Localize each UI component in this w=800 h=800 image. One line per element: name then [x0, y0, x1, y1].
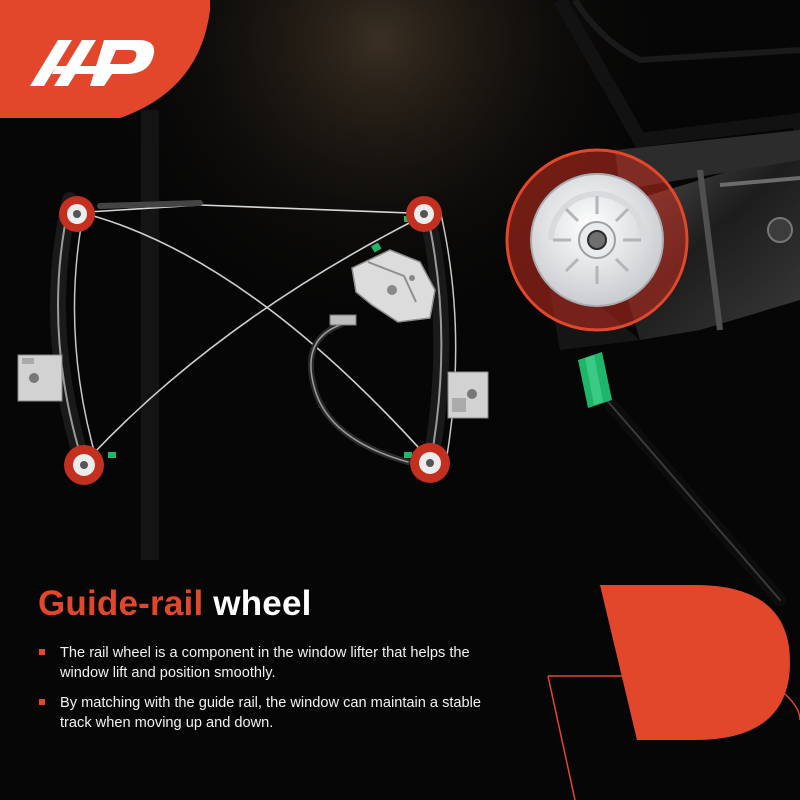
carrier-bracket	[329, 249, 436, 326]
brand-logo	[0, 0, 210, 118]
feature-headline: Guide-rail wheel	[38, 584, 312, 624]
bullet-item: The rail wheel is a component in the win…	[38, 643, 508, 683]
rail-wheel-icon-bottom-right	[410, 443, 450, 483]
cable-sleeve-icon	[578, 352, 612, 408]
guide-wheel-icon	[530, 173, 664, 307]
rail-wheel-icon-top-left	[59, 196, 95, 232]
bullet-item: By matching with the guide rail, the win…	[38, 693, 508, 733]
logo-icon	[30, 40, 155, 86]
bullet-text: The rail wheel is a component in the win…	[60, 645, 470, 681]
feature-bullet-list: The rail wheel is a component in the win…	[38, 643, 508, 743]
mounting-bracket-right	[447, 371, 489, 419]
bullet-square-icon	[39, 699, 45, 705]
mounting-bracket-left	[17, 354, 63, 402]
rail-wheel-icon-bottom-left	[64, 445, 104, 485]
headline-accent: Guide-rail	[38, 584, 204, 623]
bullet-square-icon	[39, 649, 45, 655]
headline-rest: wheel	[203, 584, 312, 623]
rail-wheel-icon-top-right	[406, 196, 442, 232]
bullet-text: By matching with the guide rail, the win…	[60, 695, 482, 731]
